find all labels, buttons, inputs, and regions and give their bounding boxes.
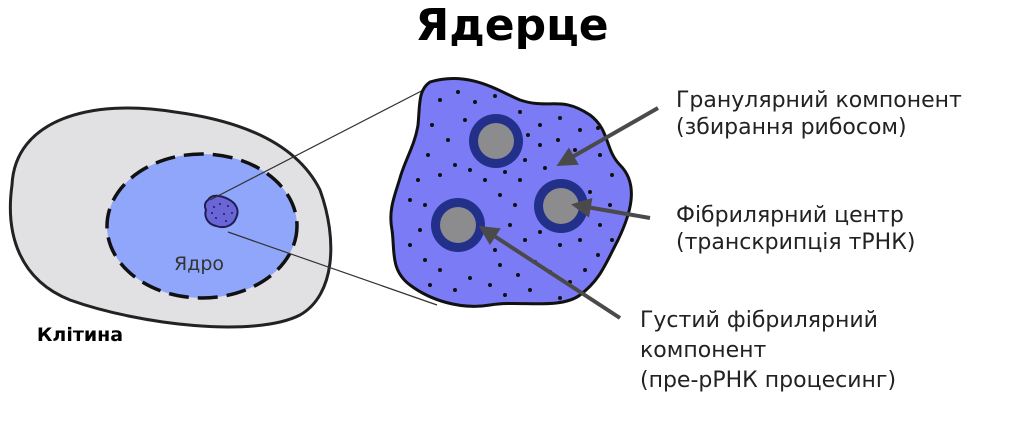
dense-fibrillar-label-line3: (пре-рРНК процесинг) bbox=[640, 368, 896, 393]
arrow-fibrillar-center bbox=[571, 197, 651, 220]
fibrillar-center-label-line2: (транскрипція тРНК) bbox=[676, 230, 915, 255]
cell-label: Клітина bbox=[37, 324, 123, 346]
granular-component-dots bbox=[408, 90, 614, 300]
nucleolus-small-icon bbox=[203, 194, 239, 229]
dense-fibrillar-label-line2: компонент bbox=[640, 338, 766, 363]
zoom-line-bottom bbox=[227, 231, 438, 306]
fibrillar-center-right bbox=[534, 179, 588, 233]
zoom-line-top bbox=[209, 83, 436, 201]
granular-label-line2: (збирання рибосом) bbox=[676, 115, 907, 140]
nucleolus-large bbox=[389, 77, 633, 308]
fibrillar-center-label-line1: Фібрилярний центр bbox=[676, 203, 904, 228]
nucleolus-small-dots bbox=[211, 203, 233, 222]
fibrillar-center-bottom bbox=[431, 198, 485, 252]
nucleus bbox=[105, 152, 299, 300]
fibrillar-center-top bbox=[469, 114, 523, 168]
nucleus-label: Ядро bbox=[174, 253, 224, 275]
arrow-granular bbox=[556, 106, 659, 166]
dense-fibrillar-label-line1: Густий фібрилярний bbox=[640, 308, 878, 333]
arrow-dense-fibrillar bbox=[478, 225, 622, 320]
diagram-title: Ядерце bbox=[415, 0, 608, 51]
granular-label-line1: Гранулярний компонент bbox=[676, 88, 962, 113]
